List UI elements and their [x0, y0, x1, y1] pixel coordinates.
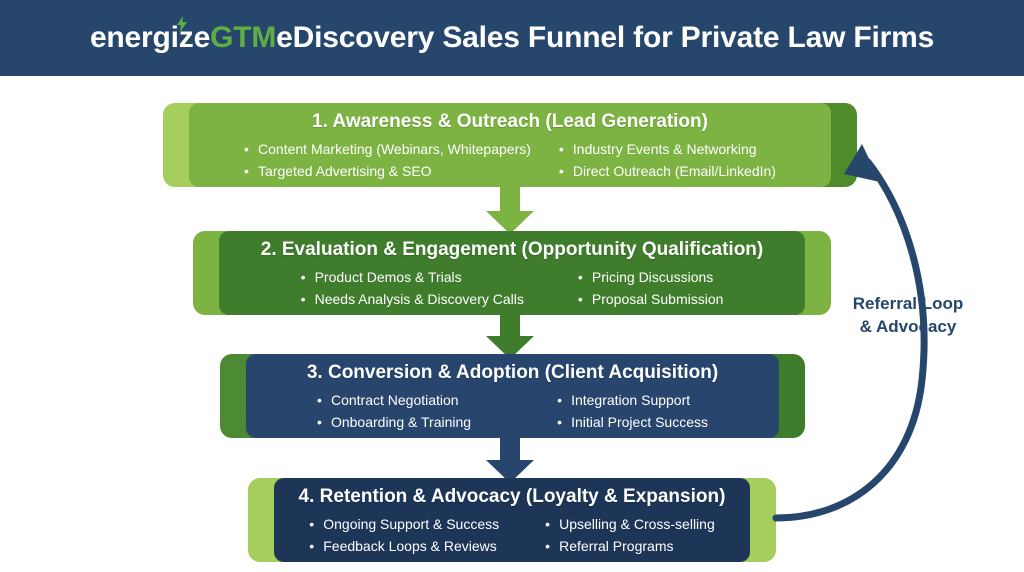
funnel-stage-3[interactable]: 3. Conversion & Adoption (Client Acquisi…	[220, 354, 805, 438]
list-item: Upselling & Cross-selling	[545, 515, 715, 535]
referral-loop-label-line2: & Advocacy	[859, 316, 957, 336]
stage-2-left-column: Product Demos & Trials Needs Analysis & …	[301, 268, 524, 310]
list-item: Direct Outreach (Email/LinkedIn)	[559, 162, 776, 182]
list-item: Ongoing Support & Success	[309, 515, 499, 535]
list-item: Needs Analysis & Discovery Calls	[301, 290, 524, 310]
arrow-stage2-to-stage3	[486, 310, 534, 359]
stage-4-right-column: Upselling & Cross-selling Referral Progr…	[545, 515, 715, 557]
list-item: Industry Events & Networking	[559, 140, 776, 160]
referral-loop-arrow	[772, 144, 928, 522]
funnel-stage-1[interactable]: 1. Awareness & Outreach (Lead Generation…	[163, 103, 857, 187]
page-title-rest: eDiscovery Sales Funnel for Private Law …	[276, 21, 935, 54]
list-item: Integration Support	[557, 391, 708, 411]
list-item: Contract Negotiation	[317, 391, 471, 411]
list-item: Onboarding & Training	[317, 413, 471, 433]
brand-gtm-text: GTM	[210, 21, 277, 54]
arrow-stage1-to-stage2	[486, 185, 534, 234]
stage-2-right-column: Pricing Discussions Proposal Submission	[578, 268, 724, 310]
list-item: Targeted Advertising & SEO	[244, 162, 531, 182]
lightning-bolt-icon	[177, 16, 187, 32]
funnel-stage-4[interactable]: 4. Retention & Advocacy (Loyalty & Expan…	[248, 478, 776, 562]
funnel-stage-2[interactable]: 2. Evaluation & Engagement (Opportunity …	[193, 231, 831, 315]
list-item: Feedback Loops & Reviews	[309, 537, 499, 557]
stage-1-right-column: Industry Events & Networking Direct Outr…	[559, 140, 776, 182]
list-item: Referral Programs	[545, 537, 715, 557]
list-item: Proposal Submission	[578, 290, 724, 310]
list-item: Pricing Discussions	[578, 268, 724, 288]
stage-2-title: 2. Evaluation & Engagement (Opportunity …	[260, 238, 764, 260]
referral-loop-label: Referral Loop & Advocacy	[828, 293, 988, 339]
list-item: Initial Project Success	[557, 413, 708, 433]
stage-3-title: 3. Conversion & Adoption (Client Acquisi…	[306, 361, 719, 383]
stage-1-title: 1. Awareness & Outreach (Lead Generation…	[312, 110, 708, 132]
stage-1-left-column: Content Marketing (Webinars, Whitepapers…	[244, 140, 531, 182]
stage-4-left-column: Ongoing Support & Success Feedback Loops…	[309, 515, 499, 557]
list-item: Product Demos & Trials	[301, 268, 524, 288]
brand-energize-text: energize	[89, 21, 211, 54]
arrow-stage3-to-stage4	[486, 434, 534, 483]
list-item: Content Marketing (Webinars, Whitepapers…	[244, 140, 531, 160]
stage-3-right-column: Integration Support Initial Project Succ…	[557, 391, 708, 433]
referral-loop-label-line1: Referral Loop	[852, 294, 964, 313]
stage-3-left-column: Contract Negotiation Onboarding & Traini…	[317, 391, 471, 433]
stage-4-title: 4. Retention & Advocacy (Loyalty & Expan…	[298, 485, 726, 507]
header-bar	[0, 0, 1024, 76]
